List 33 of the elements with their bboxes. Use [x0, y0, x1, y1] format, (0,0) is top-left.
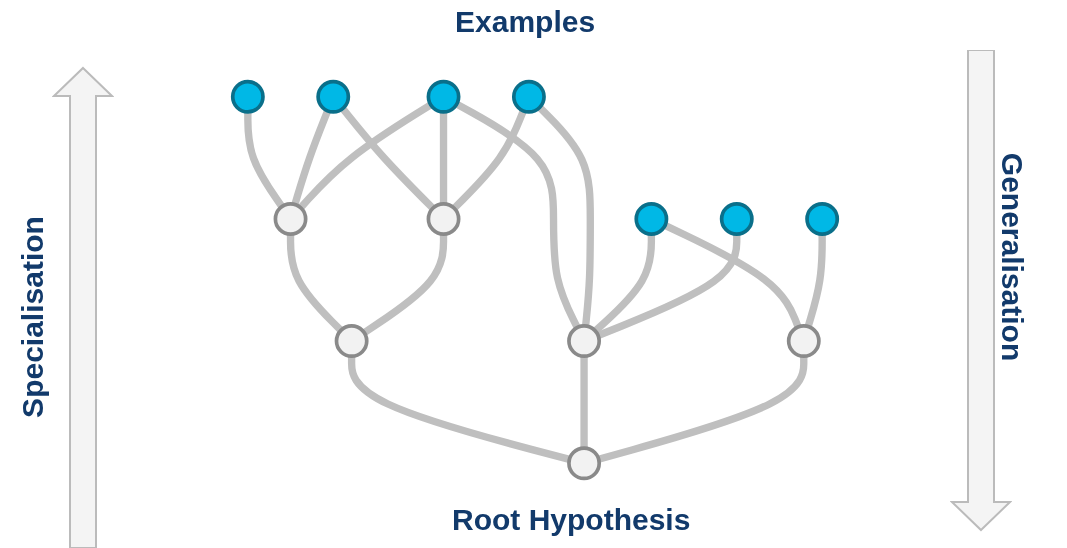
connector [451, 109, 527, 211]
connector [339, 106, 436, 211]
node-circle [567, 324, 602, 359]
connector [454, 100, 581, 330]
node-circle [511, 79, 546, 114]
connector [362, 234, 448, 336]
connector [244, 111, 285, 209]
node-circle [805, 201, 840, 236]
connector [804, 234, 826, 328]
node-circle [273, 201, 308, 236]
node-circle [316, 79, 351, 114]
node-circle [786, 324, 821, 359]
text-label: Specialisation [15, 216, 50, 418]
connector [597, 356, 808, 463]
connector [580, 356, 588, 449]
text-label: Examples [455, 5, 596, 39]
node-circle [719, 201, 754, 236]
connector [347, 356, 571, 463]
node-circle [634, 201, 669, 236]
connector [663, 222, 802, 329]
connector [439, 111, 448, 204]
node-circle [567, 446, 602, 481]
text-label: Generalisation [995, 152, 1030, 362]
connector [291, 109, 332, 206]
node-circle [426, 79, 461, 114]
connector [297, 101, 433, 211]
connector [286, 234, 344, 333]
node-circle [334, 324, 369, 359]
node-circle [230, 79, 265, 114]
text-label: Root Hypothesis [452, 503, 691, 537]
node-circle [426, 201, 461, 236]
connector [537, 104, 594, 327]
connector [592, 234, 656, 334]
